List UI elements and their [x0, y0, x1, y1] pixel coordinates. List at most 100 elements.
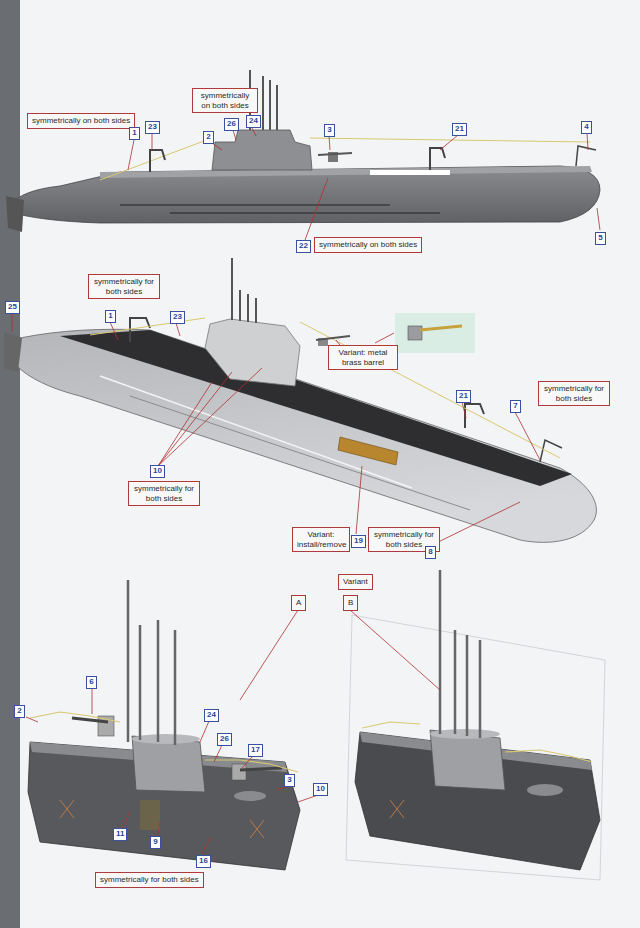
tower-detail-a — [240, 768, 282, 770]
tower-detail-a — [132, 734, 200, 744]
variant-inset — [395, 313, 475, 353]
side-view-hull — [100, 166, 592, 178]
callout-text: 21 — [455, 125, 464, 134]
callout-text: 8 — [428, 548, 433, 557]
leader-line — [12, 313, 540, 546]
callout-number: 4 — [581, 121, 592, 134]
perspective-hull — [4, 332, 22, 372]
tower-detail-b — [362, 722, 420, 728]
leader-line — [240, 610, 298, 700]
callout-number: 6 — [86, 676, 97, 689]
callout-text: 16 — [199, 857, 208, 866]
callout-text: 1 — [108, 312, 113, 321]
callout-number: 1 — [129, 127, 140, 140]
leader-line — [110, 322, 118, 340]
callout-number: 17 — [248, 744, 263, 757]
perspective-hull — [60, 330, 572, 486]
callout-text: 24 — [207, 711, 216, 720]
callout-text: 7 — [513, 402, 518, 411]
callout-number: 7 — [510, 400, 521, 413]
variant-inset — [395, 313, 475, 353]
leader-line — [12, 313, 13, 332]
callout-number: 11 — [113, 828, 127, 841]
callout-number: 19 — [351, 535, 366, 548]
tower-detail-b — [346, 615, 605, 880]
callout-text: 25 — [8, 303, 17, 312]
side-view-hull — [269, 80, 271, 130]
leader-line — [128, 128, 600, 240]
note-box: symmetrically on both sides — [192, 88, 258, 113]
note-text: Variant: metal brass barrel — [333, 348, 393, 367]
side-view-hull — [10, 166, 600, 223]
leader-line — [152, 134, 153, 150]
callout-text: 10 — [316, 785, 325, 794]
tower-detail-b — [439, 570, 442, 734]
callout-number: 26 — [224, 118, 239, 131]
side-view-hull — [6, 196, 24, 232]
note-box: B — [343, 595, 358, 611]
note-box: Variant: metal brass barrel — [328, 345, 398, 370]
note-text: A — [296, 598, 301, 608]
tower-detail-a — [140, 800, 160, 830]
leader-line — [298, 795, 318, 802]
side-view-hull — [150, 150, 165, 172]
leader-line — [26, 717, 38, 722]
callout-text: 26 — [220, 735, 229, 744]
perspective-hull — [338, 437, 398, 465]
leader-line — [212, 143, 222, 150]
leader-line — [122, 812, 130, 828]
note-box: A — [291, 595, 306, 611]
variant-inset — [420, 326, 462, 330]
note-box: symmetrically on both sides — [27, 113, 135, 129]
leader-line — [176, 323, 180, 336]
callout-number: 2 — [14, 705, 25, 718]
leader-line — [252, 128, 256, 136]
callout-number: 24 — [246, 115, 261, 128]
callout-number: 21 — [452, 123, 467, 136]
callout-number: 9 — [150, 836, 161, 849]
leader-line — [242, 756, 253, 768]
callout-text: 5 — [598, 234, 603, 243]
callout-text: 17 — [251, 746, 260, 755]
note-text: symmetrically on both sides — [32, 116, 130, 126]
callout-text: 6 — [89, 678, 94, 687]
note-box: symmetrically for both sides — [128, 481, 200, 506]
tower-detail-a — [174, 630, 177, 745]
callout-number: 23 — [170, 311, 185, 324]
tower-detail-b — [454, 630, 457, 734]
leader-line — [515, 412, 540, 460]
leader-line — [26, 610, 440, 854]
tower-detail-a — [127, 580, 130, 742]
perspective-hull — [316, 336, 350, 340]
side-view-hull — [370, 170, 450, 175]
note-text: Variant — [343, 577, 368, 587]
tower-detail-b — [479, 640, 482, 738]
callout-text: 3 — [327, 126, 332, 135]
leader-line — [202, 838, 210, 854]
tower-detail-b — [390, 800, 404, 818]
perspective-hull — [4, 258, 596, 542]
note-box: symmetrically for both sides — [88, 274, 160, 299]
perspective-hull — [540, 440, 562, 462]
leader-line — [233, 130, 236, 140]
perspective-hull — [247, 294, 249, 322]
note-text: B — [348, 598, 353, 608]
side-view-hull — [212, 130, 312, 170]
callout-text: 1 — [132, 129, 137, 138]
tower-detail-b — [466, 635, 469, 736]
callout-number: 2 — [203, 131, 214, 144]
leader-line — [214, 745, 222, 762]
callout-text: 21 — [459, 392, 468, 401]
side-view-hull — [100, 138, 212, 180]
callout-number: 22 — [296, 240, 311, 253]
perspective-hull — [205, 319, 300, 386]
callout-number: 24 — [204, 709, 219, 722]
callout-number: 3 — [284, 774, 295, 787]
callout-text: 9 — [153, 838, 158, 847]
side-view-hull — [120, 205, 390, 206]
note-box: Variant: install/remove — [292, 527, 350, 552]
tower-detail-b — [346, 570, 605, 880]
tower-detail-a — [157, 620, 160, 742]
